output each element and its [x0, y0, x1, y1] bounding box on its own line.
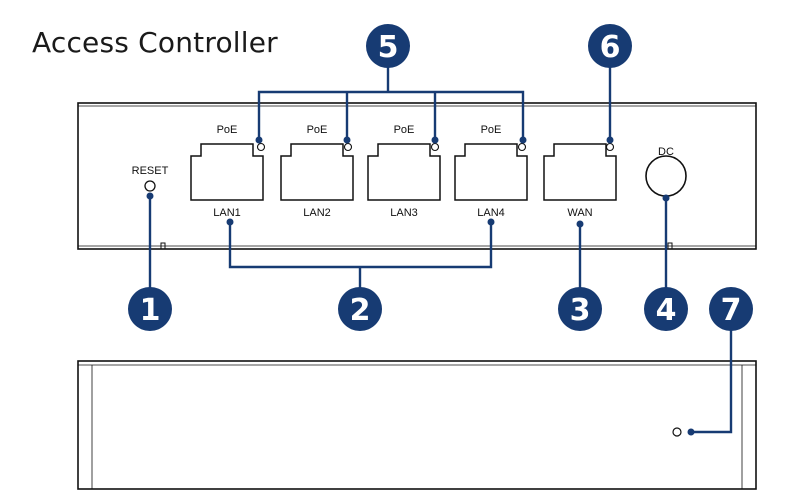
callout-7: 7	[709, 287, 753, 331]
lan4-label: LAN4	[477, 207, 505, 219]
callout-5-number: 5	[378, 30, 399, 65]
callout-5: 5	[366, 24, 410, 68]
poe-label-lan4: PoE	[481, 124, 502, 136]
reset-button	[144, 180, 156, 192]
callout-7-number: 7	[721, 293, 742, 328]
lan2-port	[280, 143, 354, 201]
callout-6: 6	[588, 24, 632, 68]
reset-label: RESET	[132, 165, 169, 177]
poe-led-lan1	[256, 142, 266, 152]
lan4-port	[454, 143, 528, 201]
dc-label: DC	[658, 146, 674, 158]
poe-led-lan3	[430, 142, 440, 152]
diagram-title: Access Controller	[32, 26, 278, 59]
front-panel-outline	[77, 360, 757, 490]
callout-2: 2	[338, 287, 382, 331]
callout-4-number: 4	[656, 293, 677, 328]
poe-label-lan1: PoE	[217, 124, 238, 136]
callout-4: 4	[644, 287, 688, 331]
callout-2-number: 2	[350, 293, 371, 328]
back-panel	[77, 102, 757, 250]
lan3-label: LAN3	[390, 207, 418, 219]
wan-port	[543, 143, 617, 201]
lan3-port	[367, 143, 441, 201]
callout-1-number: 1	[140, 293, 161, 328]
back-panel-outline	[77, 102, 757, 250]
callout-1: 1	[128, 287, 172, 331]
callout-3: 3	[558, 287, 602, 331]
lan2-label: LAN2	[303, 207, 331, 219]
callout-6-number: 6	[600, 30, 621, 65]
leader-lines	[148, 66, 733, 434]
wan-led	[605, 142, 615, 152]
front-panel	[77, 360, 757, 490]
wan-label: WAN	[567, 207, 592, 219]
poe-label-lan3: PoE	[394, 124, 415, 136]
poe-label-lan2: PoE	[307, 124, 328, 136]
poe-led-lan4	[517, 142, 527, 152]
lan1-label: LAN1	[213, 207, 241, 219]
front-led	[672, 427, 682, 437]
callout-3-number: 3	[570, 293, 591, 328]
poe-led-lan2	[343, 142, 353, 152]
dc-jack	[645, 155, 687, 197]
lan1-port	[190, 143, 264, 201]
